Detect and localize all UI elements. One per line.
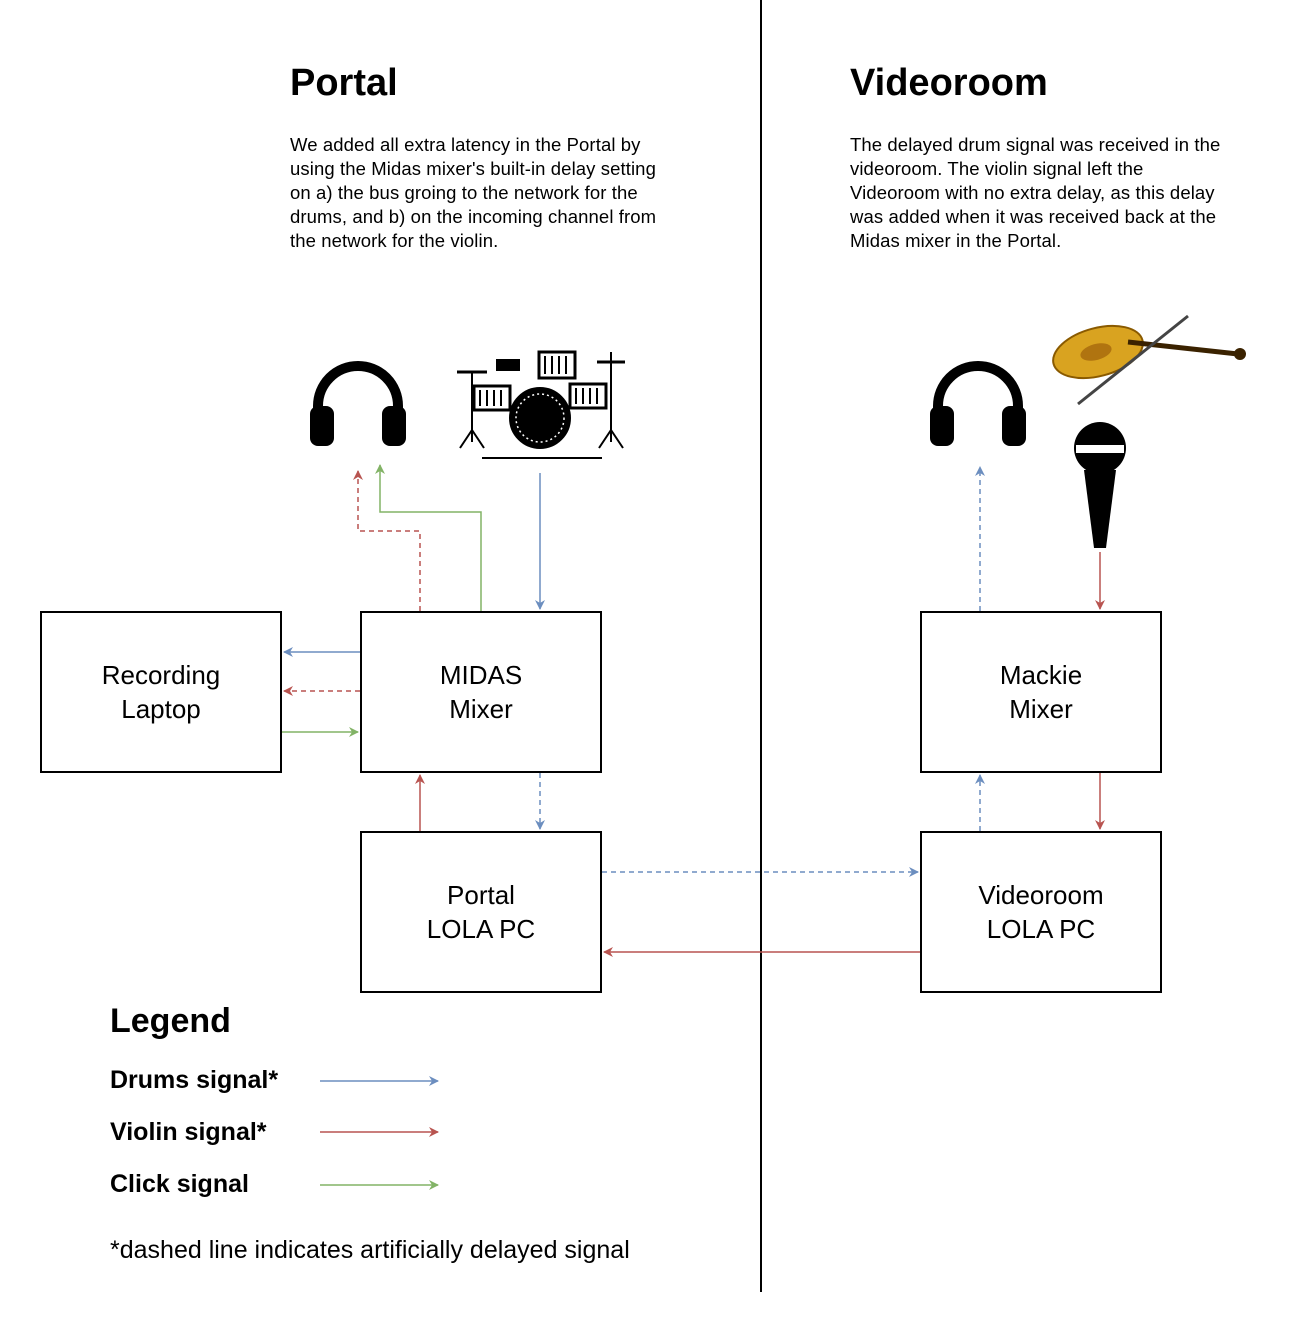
videoroom-title: Videoroom <box>850 62 1048 104</box>
portal-title: Portal <box>290 62 398 104</box>
midas-mixer-line1: MIDAS <box>439 660 523 690</box>
midas-to-headphones-violin-arrow <box>353 470 421 611</box>
headphones-icon <box>930 361 1026 446</box>
violin-icon <box>1052 314 1246 406</box>
portal-lola-node: Portal LOLA PC <box>360 831 602 993</box>
videoroom-description: The delayed drum signal was received in … <box>850 134 1221 251</box>
midas-mixer-line2: Mixer <box>449 694 513 724</box>
portal-lola-line1: Portal <box>447 880 515 910</box>
midas-mixer-node: MIDAS Mixer <box>360 611 602 773</box>
microphone-icon <box>1074 422 1126 548</box>
section-divider <box>760 0 762 1292</box>
mackie-mixer-line2: Mixer <box>1009 694 1073 724</box>
videoroom-lola-line1: Videoroom <box>978 880 1104 910</box>
midas-to-headphones-click-arrow <box>375 464 482 611</box>
headphones-icon <box>310 361 406 446</box>
recording-laptop-node: Recording Laptop <box>40 611 282 773</box>
legend-click-label: Click signal <box>110 1170 249 1198</box>
legend-drums-label: Drums signal* <box>110 1066 279 1094</box>
mackie-mixer-line1: Mackie <box>999 660 1083 690</box>
drum-kit-icon <box>457 350 625 459</box>
recording-laptop-line1: Recording <box>101 660 221 690</box>
mackie-mixer-node: Mackie Mixer <box>920 611 1162 773</box>
videoroom-lola-node: Videoroom LOLA PC <box>920 831 1162 993</box>
legend-footnote: *dashed line indicates artificially dela… <box>110 1236 630 1264</box>
portal-description: We added all extra latency in the Portal… <box>290 134 657 251</box>
legend-title: Legend <box>110 1002 231 1040</box>
recording-laptop-line2: Laptop <box>121 694 201 724</box>
legend-violin-label: Violin signal* <box>110 1118 267 1146</box>
videoroom-lola-line2: LOLA PC <box>986 914 1096 944</box>
portal-lola-line2: LOLA PC <box>426 914 536 944</box>
